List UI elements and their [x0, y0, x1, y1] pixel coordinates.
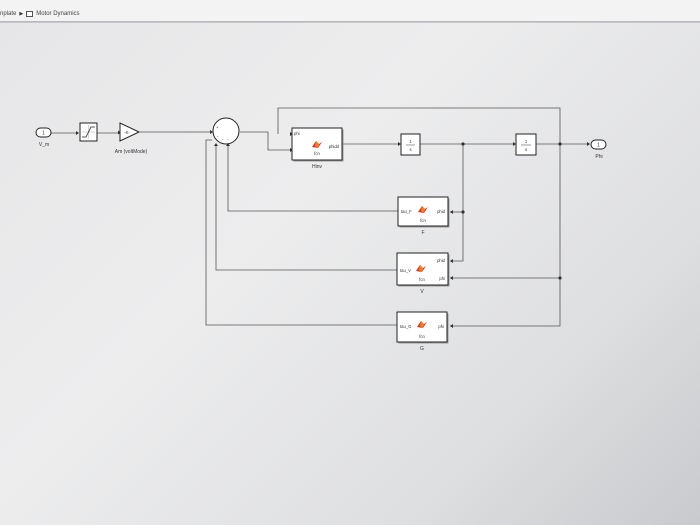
sum-sign-3: - — [222, 137, 224, 142]
integrator-2-block[interactable]: 1 s — [515, 133, 537, 156]
hinv-block[interactable]: phi phidd fcn Hinv — [291, 127, 344, 170]
hinv-out-label: phidd — [329, 144, 340, 149]
hinv-name: Hinv — [312, 164, 323, 170]
gain-block[interactable]: -K- Am (voltMode) — [115, 122, 148, 155]
v-in1-label: phid — [437, 258, 446, 263]
inport-name: V_m — [39, 142, 49, 148]
triangle-right-icon: ▶ — [19, 11, 24, 17]
breadcrumb-current[interactable]: Motor Dynamics — [36, 11, 80, 17]
f-name: F — [421, 230, 424, 236]
integrator-2-num: 1 — [525, 139, 528, 144]
g-block[interactable]: tau_G phi fcn G — [396, 311, 449, 352]
gain-symbol: -K- — [124, 130, 130, 135]
breadcrumb-parent[interactable]: nplate — [0, 11, 17, 17]
f-out-label: tau_F — [401, 209, 412, 214]
integrator-2-den: s — [525, 147, 527, 152]
inport-block[interactable]: 1 V_m — [35, 127, 52, 148]
g-name: G — [420, 346, 424, 352]
f-fcn: fcn — [420, 218, 426, 223]
v-fcn: fcn — [419, 277, 425, 282]
inport-number: 1 — [42, 131, 45, 137]
integrator-1-num: 1 — [409, 139, 412, 144]
header-divider — [0, 21, 700, 22]
sum-sign-1: + — [216, 125, 219, 130]
v-in2-label: phi — [439, 276, 445, 281]
v-name: V — [420, 289, 424, 295]
arrowheads — [76, 130, 590, 328]
f-block[interactable]: tau_F phid fcn F — [397, 196, 450, 236]
g-out-label: tau_G — [400, 324, 411, 329]
sum-block[interactable]: + - - - — [212, 117, 240, 145]
outport-block[interactable]: 1 Phi — [590, 139, 607, 160]
breadcrumb: nplate ▶ Motor Dynamics — [0, 8, 80, 20]
signal-lines — [51, 107, 587, 327]
saturation-block[interactable] — [79, 122, 98, 142]
sum-sign-2: - — [217, 134, 219, 139]
integrator-1-block[interactable]: 1 s — [400, 133, 421, 156]
integrator-1-den: s — [409, 147, 411, 152]
g-fcn: fcn — [419, 334, 425, 339]
hinv-in-label: phi — [294, 131, 300, 136]
model-icon — [26, 11, 34, 17]
gain-name: Am (voltMode) — [115, 149, 148, 155]
outport-name: Phi — [595, 154, 602, 160]
hinv-fcn: fcn — [314, 151, 320, 156]
saturation-icon — [82, 125, 95, 139]
sum-sign-4: - — [227, 137, 229, 142]
v-block[interactable]: phid phi tau_V fcn V — [396, 252, 450, 295]
g-in-label: phi — [438, 324, 444, 329]
v-out-label: tau_V — [400, 268, 411, 273]
outport-number: 1 — [597, 143, 600, 149]
f-in-label: phid — [437, 209, 446, 214]
editor-header: nplate ▶ Motor Dynamics — [0, 0, 700, 23]
